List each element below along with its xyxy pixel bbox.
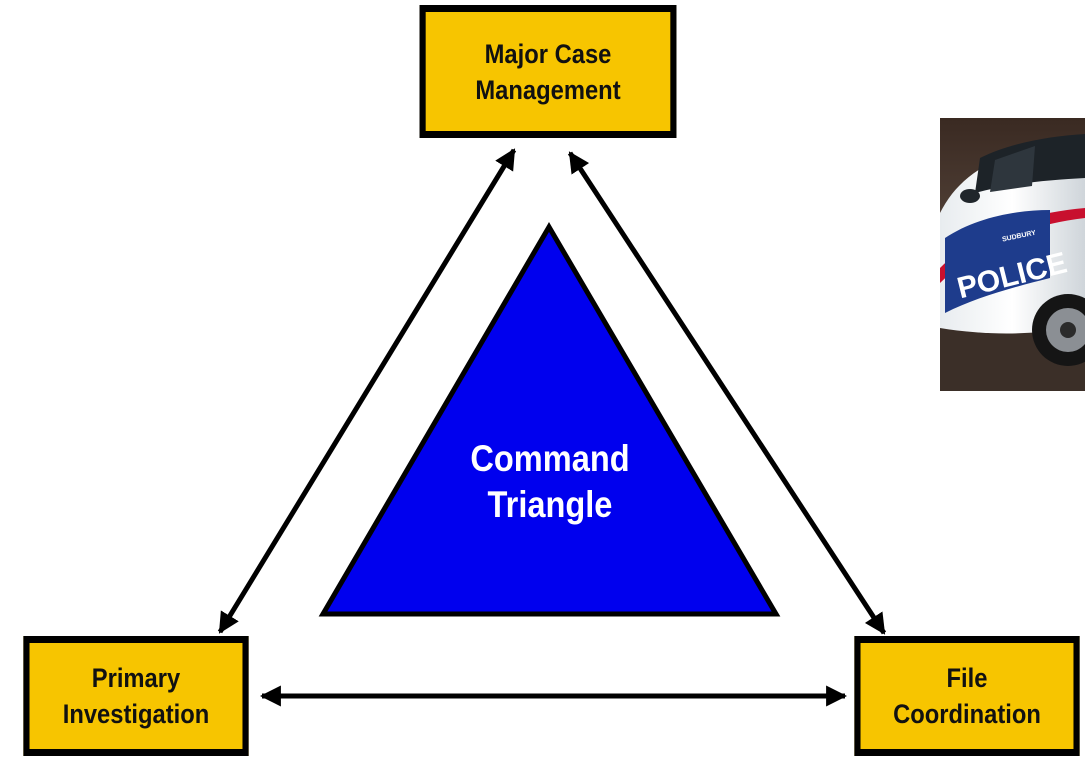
- command-triangle-label: Command Triangle: [418, 436, 682, 528]
- file-coordination-box: File Coordination: [854, 636, 1080, 756]
- police-car-image: POLICE SUDBURY: [940, 118, 1085, 391]
- primary-investigation-label-line2: Investigation: [62, 699, 210, 729]
- command-triangle-label-line2: Triangle: [487, 484, 613, 525]
- arrow-top-to-left: [217, 148, 517, 634]
- major-case-management-box: Major Case Management: [419, 5, 677, 138]
- arrow-top-to-right: [567, 151, 887, 635]
- command-triangle-shape: [318, 222, 781, 617]
- file-coordination-label-line1: File: [946, 663, 988, 693]
- file-coordination-label-line2: Coordination: [893, 699, 1041, 729]
- command-triangle-label-line1: Command: [470, 438, 630, 479]
- primary-investigation-box: Primary Investigation: [23, 636, 249, 756]
- police-car-photo: POLICE SUDBURY: [940, 118, 1085, 391]
- major-case-management-label-line1: Major Case: [484, 38, 612, 69]
- primary-investigation-label-line1: Primary: [91, 663, 181, 693]
- major-case-management-label-line2: Management: [475, 74, 621, 105]
